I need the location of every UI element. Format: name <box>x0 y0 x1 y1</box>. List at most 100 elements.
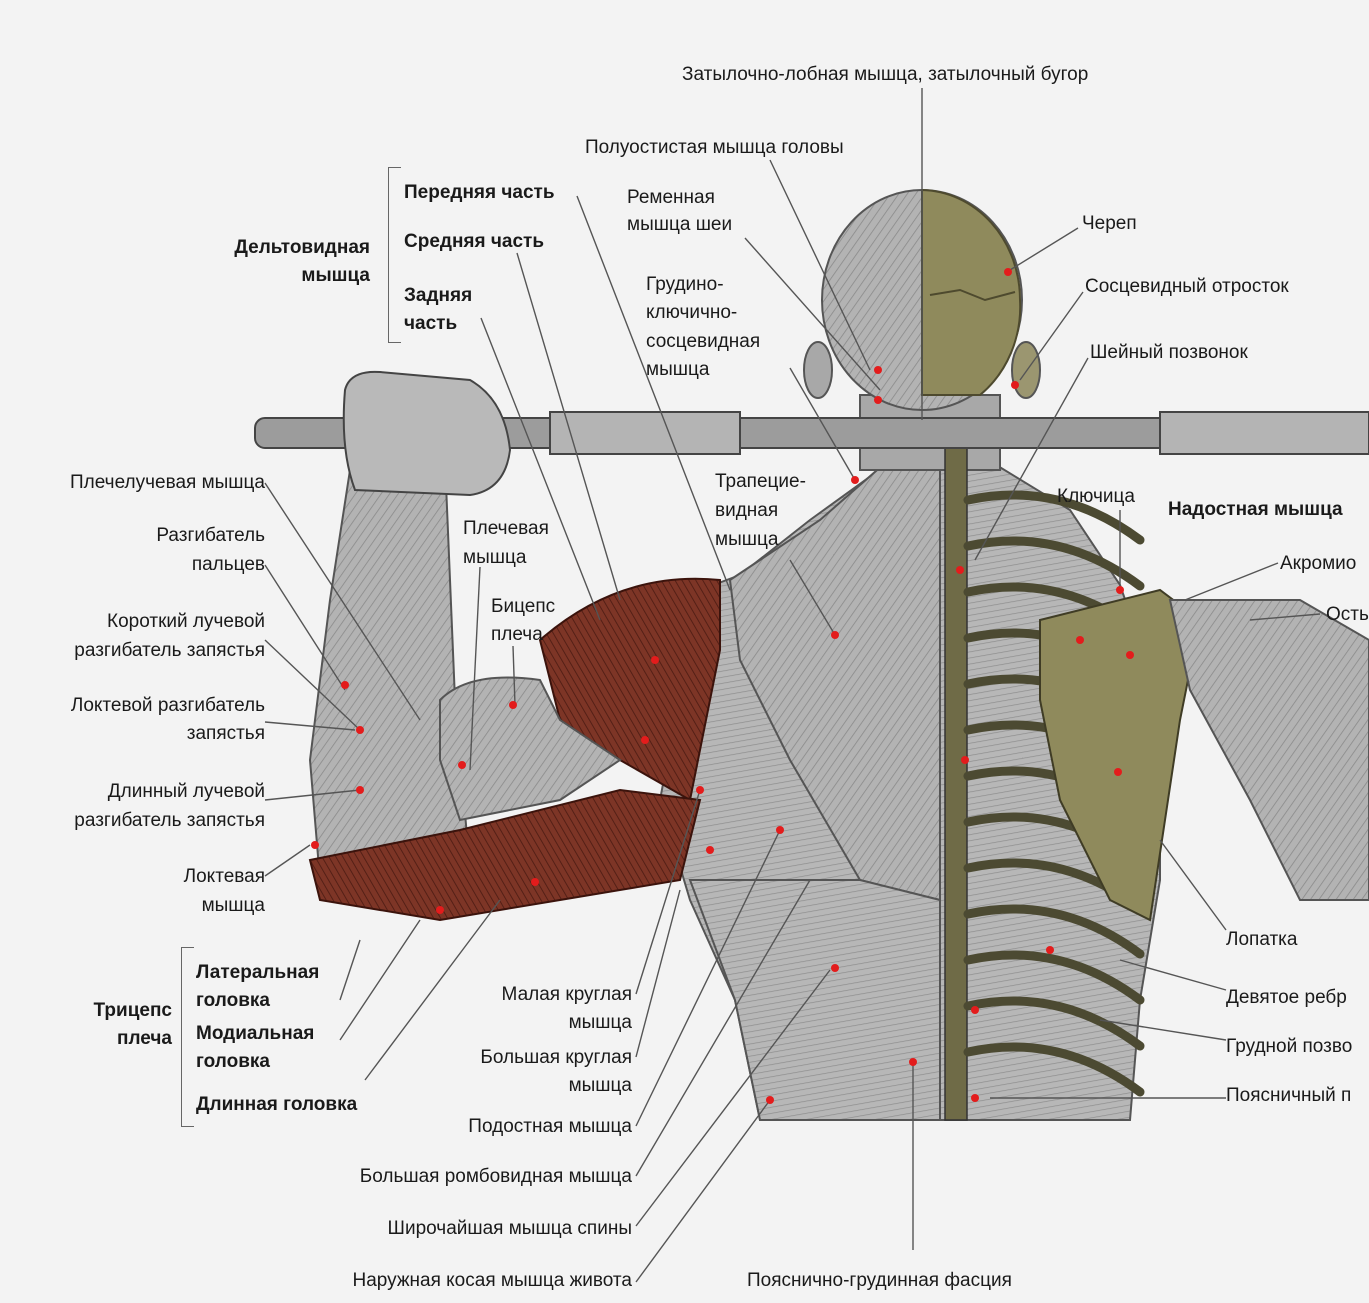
marker-dot <box>1114 768 1122 776</box>
label-latissimus: Широчайшая мышца спины <box>300 1214 632 1243</box>
marker-dot <box>1046 946 1054 954</box>
label-anconeus-2: мышца <box>10 891 265 920</box>
label-rhomboid-major: Большая ромбовидная мышца <box>280 1162 632 1191</box>
label-triceps-2: плеча <box>40 1024 172 1053</box>
marker-dot <box>961 756 969 764</box>
label-spine-of-scapula: Ость <box>1326 600 1369 629</box>
label-ninth-rib: Девятое ребр <box>1226 983 1347 1012</box>
label-triceps-lateral-1: Латеральная <box>196 958 319 987</box>
right-arm-shape <box>1170 600 1369 900</box>
marker-dot <box>356 726 364 734</box>
label-triceps-1: Трицепс <box>40 996 172 1025</box>
label-ecrb-1: Короткий лучевой <box>10 607 265 636</box>
triceps-bracket <box>181 947 194 1127</box>
label-biceps-2: плеча <box>491 620 543 649</box>
marker-dot <box>851 476 859 484</box>
label-clavicle: Ключица <box>1057 482 1135 511</box>
forearm-shape <box>310 460 470 880</box>
marker-dot <box>909 1058 917 1066</box>
label-brachialis-1: Плечевая <box>463 514 549 543</box>
label-thoracic-vertebra: Грудной позво <box>1226 1032 1352 1061</box>
skull-shape <box>922 190 1020 395</box>
marker-dot <box>971 1094 979 1102</box>
label-ecu-1: Локтевой разгибатель <box>10 691 265 720</box>
label-mastoid: Сосцевидный отросток <box>1085 272 1289 301</box>
marker-dot <box>341 681 349 689</box>
marker-dot <box>776 826 784 834</box>
marker-dot <box>311 841 319 849</box>
label-triceps-long: Длинная головка <box>196 1090 357 1119</box>
label-supraspinatus: Надостная мышца <box>1168 495 1343 524</box>
label-splenius-1: Ременная <box>627 183 715 212</box>
label-splenius-2: мышца шеи <box>627 210 732 239</box>
label-brachioradialis: Плечелучевая мышца <box>10 468 265 497</box>
marker-dot <box>766 1096 774 1104</box>
marker-dot <box>1116 586 1124 594</box>
marker-dot <box>706 846 714 854</box>
label-brachialis-2: мышца <box>463 543 526 572</box>
marker-dot <box>956 566 964 574</box>
label-anconeus-1: Локтевая <box>10 862 265 891</box>
label-semispinalis-capitis: Полуостистая мышца головы <box>585 133 844 162</box>
leader-line <box>340 940 360 1000</box>
label-triceps-medial-2: головка <box>196 1047 270 1076</box>
label-teres-major-1: Большая круглая <box>400 1043 632 1072</box>
leader-line <box>265 845 310 876</box>
marker-dot <box>874 396 882 404</box>
label-skull: Череп <box>1082 209 1137 238</box>
marker-dot <box>531 878 539 886</box>
marker-dot <box>831 631 839 639</box>
marker-dot <box>458 761 466 769</box>
label-ecrb-2: разгибатель запястья <box>10 636 265 665</box>
marker-dot <box>641 736 649 744</box>
label-teres-minor-2: мышца <box>400 1008 632 1037</box>
deltoid-bracket <box>388 167 401 343</box>
label-ext-digitorum-2: пальцев <box>10 550 265 579</box>
label-scm-2: ключично- <box>646 298 737 327</box>
marker-dot <box>874 366 882 374</box>
label-scm-1: Грудино- <box>646 270 724 299</box>
label-infraspinatus: Подостная мышца <box>380 1112 632 1141</box>
label-occipitofrontalis: Затылочно-лобная мышца, затылочный бугор <box>682 60 1088 89</box>
label-triceps-lateral-2: головка <box>196 986 270 1015</box>
label-biceps-1: Бицепс <box>491 592 555 621</box>
label-triceps-medial-1: Модиальная <box>196 1019 314 1048</box>
marker-dot <box>831 964 839 972</box>
label-teres-minor-1: Малая круглая <box>400 980 632 1009</box>
label-deltoid-front: Передняя часть <box>404 178 555 207</box>
label-trapezius-3: мышца <box>715 525 778 554</box>
label-cervical-vertebra: Шейный позвонок <box>1090 338 1248 367</box>
leader-line <box>636 1100 770 1282</box>
label-ecrl-2: разгибатель запястья <box>10 806 265 835</box>
marker-dot <box>1004 268 1012 276</box>
label-deltoid-rear-1: Задняя <box>404 281 472 310</box>
latissimus-shape <box>690 880 940 1120</box>
label-scapula: Лопатка <box>1226 925 1297 954</box>
label-trapezius-2: видная <box>715 496 778 525</box>
leader-line <box>1020 292 1083 380</box>
fist-shape <box>344 372 510 495</box>
label-teres-major-2: мышца <box>400 1071 632 1100</box>
marker-dot <box>1126 651 1134 659</box>
label-ecu-2: запястья <box>10 719 265 748</box>
label-acromion: Акромио <box>1280 549 1356 578</box>
spine-shape <box>945 420 967 1120</box>
label-lumbar-vertebra: Поясничный п <box>1226 1081 1351 1110</box>
marker-dot <box>696 786 704 794</box>
leader-line <box>1010 228 1078 270</box>
label-deltoid-middle: Средняя часть <box>404 227 544 256</box>
marker-dot <box>509 701 517 709</box>
label-ecrl-1: Длинный лучевой <box>10 777 265 806</box>
label-scm-4: мышца <box>646 355 709 384</box>
label-deltoid-1: Дельтовидная <box>200 233 370 262</box>
marker-dot <box>1011 381 1019 389</box>
marker-dot <box>1076 636 1084 644</box>
label-thoracolumbar-fascia: Пояснично-грудинная фасция <box>747 1266 1012 1295</box>
label-deltoid-2: мышца <box>200 261 370 290</box>
marker-dot <box>436 906 444 914</box>
label-ext-digitorum-1: Разгибатель <box>10 521 265 550</box>
marker-dot <box>356 786 364 794</box>
marker-dot <box>651 656 659 664</box>
leader-line <box>1185 563 1278 600</box>
